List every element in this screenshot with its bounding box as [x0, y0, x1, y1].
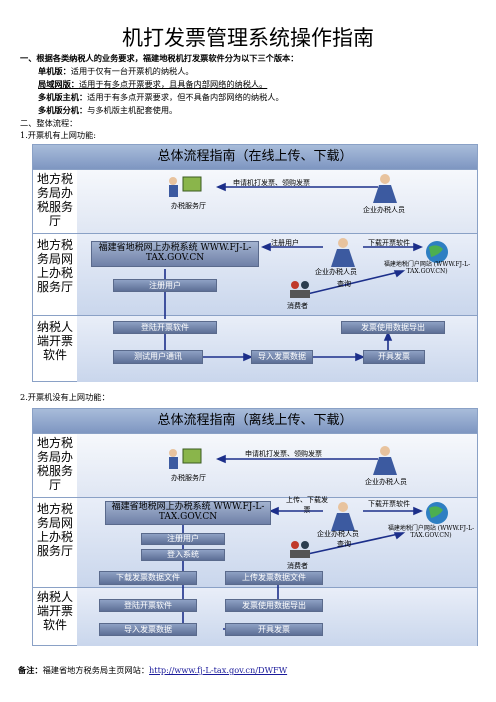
download-arrow-label: 下载开票软件 [368, 500, 410, 508]
taxpayer-label-2: 企业办税人员 [315, 268, 357, 276]
query-label: 查询 [337, 540, 351, 548]
footer-note: 备注：福建省地方税务局主页网站：http://www.fj-L-tax.gov.… [18, 664, 287, 676]
version-item-3: 多机版主机：适用于有多点开票要求，但不具备内部网络的纳税人。 [38, 91, 284, 103]
case-1-heading: 1.开票机有上网功能: [20, 130, 97, 140]
office-label: 办税服务厅 [171, 474, 206, 482]
login-software-box: 登陆开票软件 [99, 599, 197, 612]
version-term: 局域网版： [38, 79, 79, 89]
flow-diagram-online: 总体流程指南（在线上传、下载） 地方税务局办税服务厅 地方税务局网上办税服务厅 … [32, 144, 478, 382]
portal-label: 福建地税门户网站 (WWW.FJ-L-TAX.GOV.CN) [387, 525, 475, 539]
website-system-box: 福建省地税网上办税系统 WWW.FJ-L-TAX.GOV.CN [91, 241, 259, 267]
consumer-label: 消费者 [287, 562, 308, 570]
section-1-heading: 一、根据各类纳税人的业务要求，福建地税机打发票软件分为以下三个版本： [20, 53, 299, 63]
test-comm-box: 测试用户通讯 [113, 350, 203, 364]
taxpayer-person-icon [373, 446, 397, 475]
version-term: 单机版： [38, 66, 71, 76]
version-desc: 适用于有多点开票要求，但不具备内部网络的纳税人。 [87, 92, 284, 102]
issue-invoice-box: 开具发票 [225, 623, 323, 636]
office-computer-icon [169, 176, 202, 197]
lane-label: 地方税务局办税服务厅 [36, 172, 73, 228]
taxpayer-label-2: 企业办税人员 [317, 530, 359, 538]
lane-label: 地方税务局办税服务厅 [36, 436, 73, 492]
query-label: 查询 [337, 280, 351, 288]
lane-client: 纳税人端开票软件 [33, 587, 477, 646]
portal-label: 福建地税门户网站 (WWW.FJ-L-TAX.GOV.CN) [383, 261, 471, 275]
upload-file-box: 上传发票数据文件 [225, 571, 323, 585]
version-desc: 与多机版主机配套使用。 [87, 105, 178, 115]
footer-text: 福建省地方税务局主页网站： [42, 665, 150, 675]
issue-invoice-box: 开具发票 [363, 350, 425, 364]
globe-icon [426, 502, 448, 524]
export-data-box: 发票使用数据导出 [225, 599, 323, 612]
version-term: 多机版主机： [38, 92, 88, 102]
register-box: 注册用户 [113, 279, 217, 292]
globe-icon [426, 241, 448, 263]
lane-office: 地方税务局办税服务厅 [33, 169, 477, 234]
updown-arrow-label: 上传、下载发票 [286, 496, 328, 514]
lane-label: 地方税务局网上办税服务厅 [36, 502, 73, 558]
consumer-icon [290, 541, 310, 558]
register-arrow-label: 注册用户 [271, 239, 299, 247]
taxpayer-person-icon-2 [331, 502, 355, 531]
version-item-1: 单机版：适用于仅有一台开票机的纳税人。 [38, 65, 194, 77]
office-computer-icon [169, 448, 202, 469]
lane-label: 纳税人端开票软件 [36, 320, 73, 362]
version-desc: 适用于有多点开票要求，且具备内部网络的纳税人。 [78, 79, 268, 89]
flow-diagram-offline: 总体流程指南（离线上传、下载） 地方税务局办税服务厅 地方税务局网上办税服务厅 … [32, 408, 478, 646]
export-data-box: 发票使用数据导出 [341, 321, 445, 334]
case-2-heading: 2.开票机没有上网功能： [20, 392, 110, 402]
taxpayer-label: 企业办税人员 [363, 206, 405, 214]
taxpayer-person-icon [373, 174, 397, 203]
diagram-title: 总体流程指南（离线上传、下载） [33, 409, 477, 433]
taxpayer-person-icon-2 [331, 238, 355, 267]
version-desc: 适用于仅有一台开票机的纳税人。 [70, 66, 194, 76]
taxpayer-label: 企业办税人员 [365, 478, 407, 486]
login-software-box: 登陆开票软件 [113, 321, 217, 334]
diagram-arrows [169, 446, 448, 634]
footer-label: 备注： [18, 665, 43, 675]
office-label: 办税服务厅 [171, 202, 206, 210]
lane-label: 纳税人端开票软件 [36, 590, 73, 632]
footer-link[interactable]: http://www.fj-L-tax.gov.cn/DWFW [149, 665, 288, 675]
consumer-label: 消费者 [287, 302, 308, 310]
diagram-title: 总体流程指南（在线上传、下载） [33, 145, 477, 169]
version-item-2: 局域网版：适用于有多点开票要求，且具备内部网络的纳税人。 [38, 78, 267, 90]
apply-arrow-label: 申请机打发票、领购发票 [245, 450, 322, 458]
website-system-box: 福建省地税网上办税系统 WWW.FJ-L-TAX.GOV.CN [105, 501, 271, 525]
download-file-box: 下载发票数据文件 [99, 571, 197, 585]
version-term: 多机版分机： [38, 105, 88, 115]
consumer-icon [290, 281, 310, 298]
import-data-box: 导入发票数据 [99, 623, 197, 636]
download-arrow-label: 下载开票软件 [368, 239, 410, 247]
import-data-box: 导入发票数据 [251, 350, 313, 364]
section-2-heading: 二、整体流程： [20, 118, 78, 128]
login-system-box: 登入系统 [141, 549, 225, 561]
lane-office: 地方税务局办税服务厅 [33, 433, 477, 498]
lane-label: 地方税务局网上办税服务厅 [36, 238, 73, 294]
apply-arrow-label: 申请机打发票、领购发票 [233, 179, 310, 187]
register-box: 注册用户 [141, 533, 225, 545]
page-title: 机打发票管理系统操作指南 [122, 26, 374, 50]
diagram-arrows [164, 174, 448, 362]
version-item-4: 多机版分机：与多机版主机配套使用。 [38, 104, 177, 116]
